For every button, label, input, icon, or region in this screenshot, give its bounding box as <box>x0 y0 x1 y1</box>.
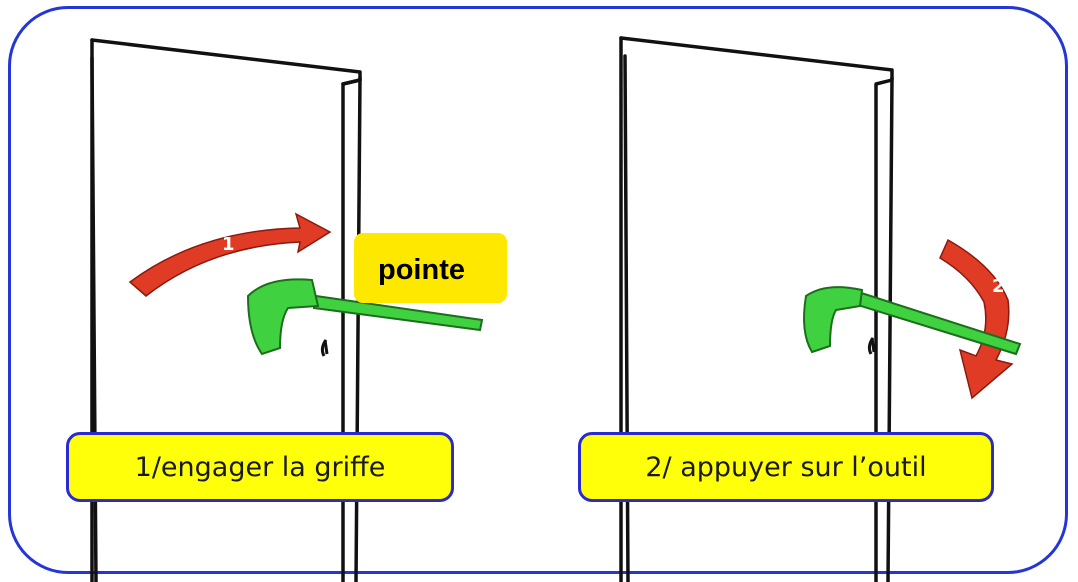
strike-plate-right <box>867 337 876 355</box>
arrow-1-label: 1 <box>222 234 235 255</box>
caption-step2: 2/ appuyer sur l’outil <box>578 432 994 502</box>
label-pointe: pointe <box>354 233 507 303</box>
arrow-2-label: 2 <box>992 276 1005 297</box>
crowbar-left <box>246 278 484 356</box>
rounded-frame <box>8 6 1068 574</box>
curved-arrow-2 <box>939 238 1014 400</box>
strike-plate-left <box>320 339 329 357</box>
caption-step1: 1/engager la griffe <box>66 432 454 502</box>
crowbar-right <box>803 286 1022 356</box>
curved-arrow-1 <box>128 212 332 297</box>
